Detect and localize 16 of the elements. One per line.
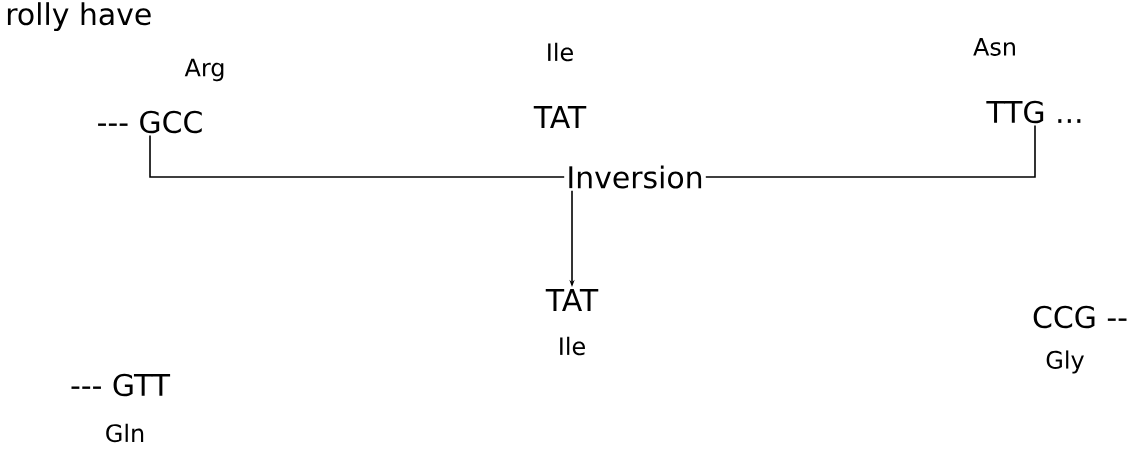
cut-off-text: rolly have	[7, 2, 151, 32]
amino-acid-label: Arg	[184, 58, 224, 82]
amino-acid-label: Ile	[548, 42, 573, 62]
codon-text: CCG --	[1033, 305, 1127, 329]
codon-text: Inversion	[569, 165, 702, 189]
codon-text: --- GCC	[98, 110, 202, 134]
amino-acid-label: Gln	[106, 423, 144, 443]
codon-text: TAT	[533, 106, 587, 128]
codon-text: TAT	[545, 289, 599, 311]
codon-text: --- GTT	[71, 373, 171, 397]
bracket-line	[705, 124, 1036, 178]
codon-text: TTG ...	[986, 100, 1081, 124]
bracket-line	[149, 134, 565, 178]
amino-acid-label: Ile	[560, 336, 585, 356]
amino-acid-label: Gly	[1046, 350, 1084, 374]
amino-acid-label: Asn	[973, 38, 1015, 56]
